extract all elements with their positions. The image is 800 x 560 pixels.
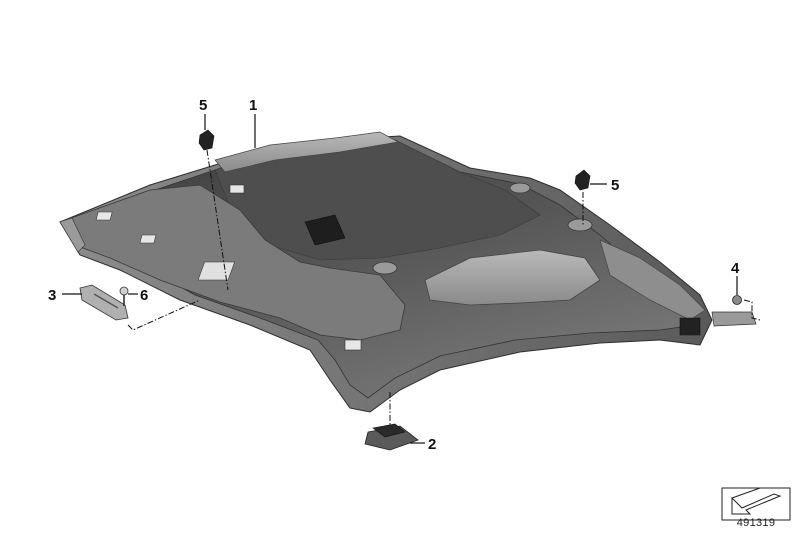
mount-boss [567, 218, 593, 232]
arrow-icon [731, 493, 782, 515]
headliner-right-tab [679, 317, 701, 336]
callout-5b: 5 [611, 177, 619, 194]
assembly-line [127, 299, 201, 331]
interior-light-unit [364, 423, 419, 451]
cutout [197, 261, 236, 281]
callouts: 1 2 3 4 5 5 6 [48, 97, 740, 453]
cutout [229, 184, 245, 194]
mount-boss [509, 182, 531, 194]
callout-4: 4 [731, 260, 740, 277]
callout-5a: 5 [199, 97, 207, 114]
headliner-panel [59, 131, 713, 413]
cutout [95, 211, 113, 221]
mount-boss [372, 261, 398, 275]
assembly-line [206, 149, 229, 291]
push-clip-part [198, 129, 215, 151]
reference-number: 491319 [736, 517, 776, 529]
screw-part [119, 286, 129, 306]
rear-clip-part [711, 295, 757, 327]
bracket-part [79, 284, 129, 321]
reference-symbol [721, 487, 791, 521]
cutout [344, 339, 362, 351]
assembly-line [743, 299, 761, 321]
headliner-dark-block [304, 214, 346, 246]
headliner-front-strip [214, 131, 400, 173]
headliner-left-tab [59, 217, 86, 253]
headliner-rear-bulge [424, 249, 601, 306]
headliner-side-panel [599, 239, 706, 321]
leader-lines [62, 114, 738, 444]
callout-1: 1 [249, 97, 257, 114]
assembly-lines [127, 149, 761, 425]
cutout [139, 234, 157, 244]
callout-6: 6 [140, 287, 148, 304]
callout-3: 3 [48, 287, 56, 304]
push-clip-part [574, 169, 591, 191]
callout-2: 2 [428, 436, 436, 453]
